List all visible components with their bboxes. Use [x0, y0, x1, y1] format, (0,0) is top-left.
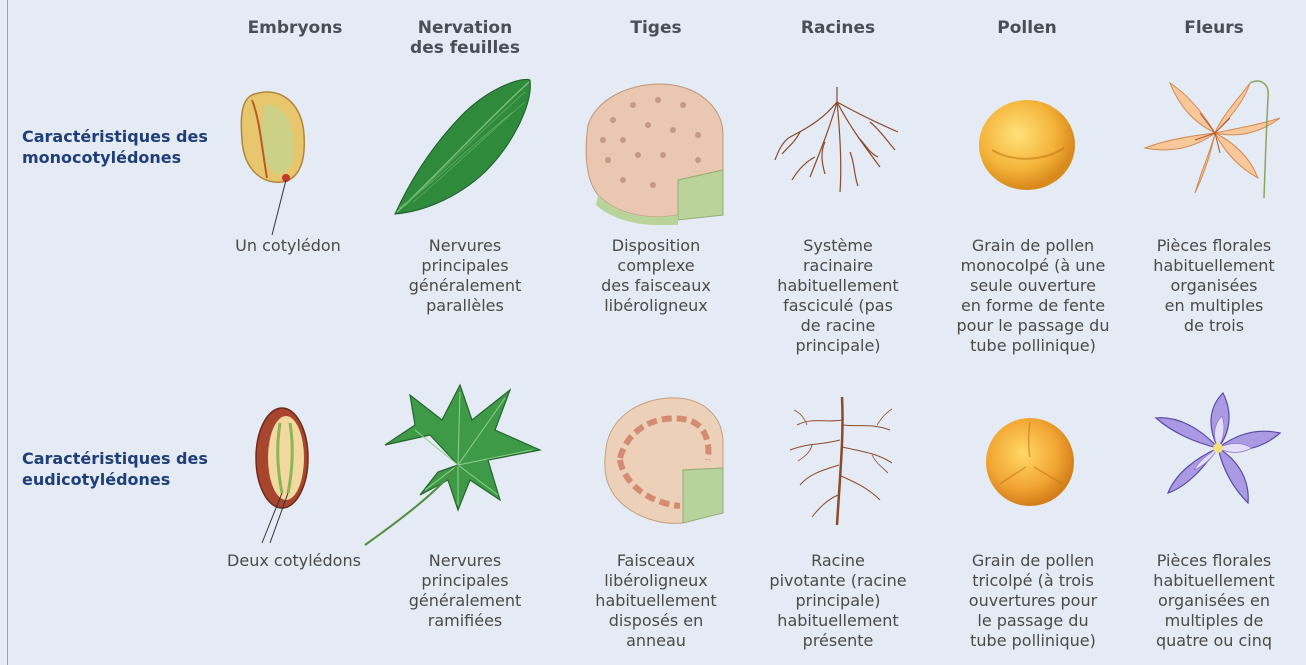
left-margin-rule — [7, 0, 8, 665]
row-label-eudicots: Caractéristiques des eudicotylédones — [22, 448, 222, 490]
caption-monocot-embryo: Un cotylédon — [208, 236, 368, 256]
col-header-fleurs: Fleurs — [1134, 18, 1294, 38]
fibrous-root-illustration — [770, 82, 905, 197]
tricolpate-pollen-illustration — [980, 412, 1080, 512]
caption-dicot-embryo: Deux cotylédons — [208, 551, 380, 571]
col-header-racines: Racines — [758, 18, 918, 38]
col-header-tiges: Tiges — [576, 18, 736, 38]
branched-vein-leaf-illustration — [360, 380, 550, 550]
taproot-illustration — [782, 395, 897, 530]
monocot-embryo-illustration — [222, 80, 332, 240]
dicot-stem-illustration — [598, 388, 728, 528]
monocolpate-pollen-illustration — [972, 90, 1082, 200]
trimerous-flower-illustration — [1140, 78, 1290, 208]
col-header-embryons: Embryons — [215, 18, 375, 38]
pentamerous-flower-illustration — [1148, 388, 1288, 518]
col-header-pollen: Pollen — [947, 18, 1107, 38]
parallel-vein-leaf-illustration — [385, 72, 545, 222]
col-header-nervation: Nervation des feuilles — [385, 18, 545, 58]
monocot-stem-illustration — [578, 75, 728, 225]
dicot-embryo-illustration — [240, 398, 340, 548]
row-label-monocots: Caractéristiques des monocotylédones — [22, 126, 222, 168]
